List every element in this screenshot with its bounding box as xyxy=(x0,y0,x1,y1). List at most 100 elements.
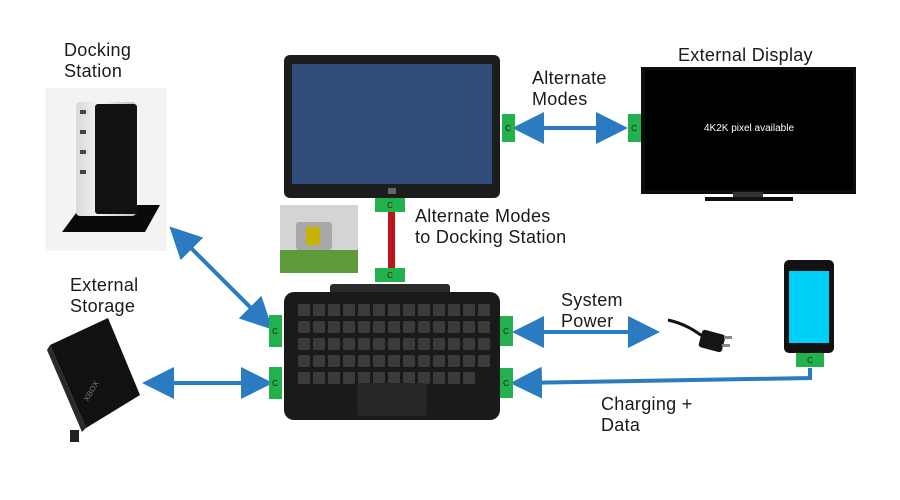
connector-letter: C xyxy=(807,356,813,365)
keyboard-key xyxy=(343,321,355,333)
connector-keyboard-top xyxy=(375,268,405,282)
keyboard-key xyxy=(418,304,430,316)
keyboard-key xyxy=(418,355,430,367)
keyboard-key xyxy=(328,321,340,333)
keyboard-key xyxy=(373,321,385,333)
tablet-image xyxy=(284,55,500,198)
keyboard-dock-image xyxy=(284,284,500,420)
keyboard-key xyxy=(373,304,385,316)
keyboard-key xyxy=(313,372,325,384)
keyboard-key xyxy=(433,355,445,367)
display-screen-text: 4K2K pixel available xyxy=(704,123,794,134)
label-charging-data: Charging + Data xyxy=(601,394,693,435)
keyboard-key xyxy=(403,321,415,333)
connector-keyboard-right-top xyxy=(500,316,513,346)
docking-station-image xyxy=(45,88,167,251)
keyboard-key xyxy=(433,338,445,350)
connector-letter: C xyxy=(272,327,278,336)
label-alternate-modes: Alternate Modes xyxy=(532,68,607,109)
keyboard-key xyxy=(298,304,310,316)
keyboard-key xyxy=(343,355,355,367)
connector-letter: C xyxy=(387,271,393,280)
keyboard-key xyxy=(403,372,415,384)
keyboard-key xyxy=(298,372,310,384)
label-external-storage: External Storage xyxy=(70,275,139,316)
keyboard-key xyxy=(328,304,340,316)
keyboard-key xyxy=(373,338,385,350)
smartphone-image xyxy=(784,260,834,353)
arrow-dock-to-keyboard xyxy=(169,226,273,330)
hinge-closeup-image xyxy=(280,205,358,273)
keyboard-key xyxy=(298,338,310,350)
connector-letter: C xyxy=(505,124,511,133)
keyboard-key xyxy=(358,321,370,333)
arrow-keyboard-to-phone xyxy=(510,366,812,399)
keyboard-key xyxy=(463,372,475,384)
keyboard-key xyxy=(478,304,490,316)
docking-cable xyxy=(388,212,395,268)
usb-c-connectors xyxy=(269,114,824,399)
label-system-power: System Power xyxy=(561,290,623,331)
connector-tablet-bottom xyxy=(375,198,405,212)
keyboard-key xyxy=(448,372,460,384)
keyboard-key xyxy=(358,304,370,316)
keyboard-key xyxy=(388,304,400,316)
keyboard-key xyxy=(478,321,490,333)
keyboard-key xyxy=(328,355,340,367)
keyboard-key xyxy=(418,321,430,333)
keyboard-key xyxy=(358,338,370,350)
keyboard-key xyxy=(388,321,400,333)
connector-display-left xyxy=(628,114,641,142)
keyboard-key xyxy=(448,321,460,333)
keyboard-key xyxy=(373,372,385,384)
keyboard-key xyxy=(418,372,430,384)
keyboard-key xyxy=(478,355,490,367)
keyboard-key xyxy=(403,355,415,367)
external-display-image: 4K2K pixel available xyxy=(641,67,856,201)
label-docking-station: Docking Station xyxy=(64,40,132,81)
keyboard-key xyxy=(463,355,475,367)
keyboard-key xyxy=(433,304,445,316)
keyboard-key xyxy=(403,304,415,316)
keyboard-key xyxy=(298,355,310,367)
external-storage-image: XBOX xyxy=(47,318,140,442)
keyboard-key xyxy=(433,321,445,333)
keyboard-key xyxy=(418,338,430,350)
keyboard-key xyxy=(463,321,475,333)
keyboard-key xyxy=(328,372,340,384)
connector-keyboard-left-top xyxy=(269,315,282,347)
keyboard-key xyxy=(448,355,460,367)
keyboard-key xyxy=(343,372,355,384)
keyboard-key xyxy=(328,338,340,350)
connector-letter: C xyxy=(387,201,393,210)
keyboard-key xyxy=(433,372,445,384)
keyboard-key xyxy=(448,304,460,316)
connector-keyboard-left-bottom xyxy=(269,367,282,399)
keyboard-key xyxy=(463,304,475,316)
connector-phone-bottom xyxy=(796,353,824,367)
keyboard-key xyxy=(313,355,325,367)
keyboard-key xyxy=(373,355,385,367)
connector-tablet-right xyxy=(502,114,515,142)
keyboard-key xyxy=(448,338,460,350)
keyboard-key xyxy=(388,372,400,384)
keyboard-key xyxy=(463,338,475,350)
keyboard-key xyxy=(358,355,370,367)
connector-keyboard-right-bottom xyxy=(500,368,513,398)
connector-letter: C xyxy=(631,124,637,133)
keyboard-key xyxy=(388,355,400,367)
keyboard-key xyxy=(358,372,370,384)
label-external-display: External Display xyxy=(678,45,813,65)
label-alternate-modes-docking: Alternate Modes to Docking Station xyxy=(415,206,567,247)
keyboard-key xyxy=(403,338,415,350)
keyboard-key xyxy=(343,338,355,350)
power-adapter-image xyxy=(667,318,732,353)
keyboard-key xyxy=(388,338,400,350)
keyboard-key xyxy=(313,304,325,316)
connector-letter: C xyxy=(503,379,509,388)
connector-letter: C xyxy=(503,327,509,336)
keyboard-key xyxy=(313,321,325,333)
connection-arrows xyxy=(142,112,812,399)
keyboard-key xyxy=(478,338,490,350)
